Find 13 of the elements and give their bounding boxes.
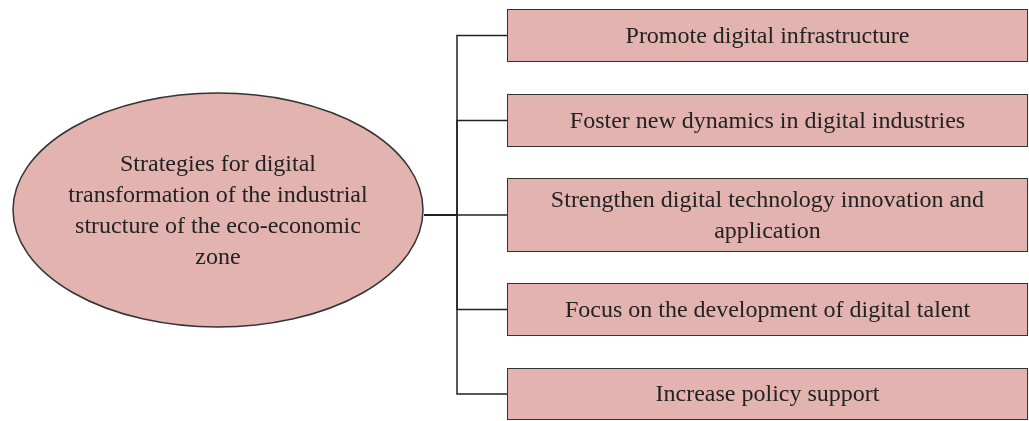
node-text: Increase policy support (655, 379, 880, 409)
node-text: Foster new dynamics in digital industries (569, 105, 966, 135)
connector-line (423, 214, 508, 395)
strategy-ellipse (12, 92, 424, 328)
strategy-box (507, 178, 1028, 252)
strategy-box (507, 283, 1028, 336)
node-text: Strategies for digital transformation of the industrial structure of the eco-economic zone (67, 148, 369, 272)
node-text: Focus on the development of digital talent (564, 294, 971, 324)
node-text: Strengthen digital technology innovation and application (549, 184, 986, 245)
strategy-box (507, 9, 1028, 62)
strategy-box (507, 368, 1028, 420)
node-text: Promote digital infrastructure (625, 20, 910, 50)
strategy-box (507, 94, 1028, 147)
